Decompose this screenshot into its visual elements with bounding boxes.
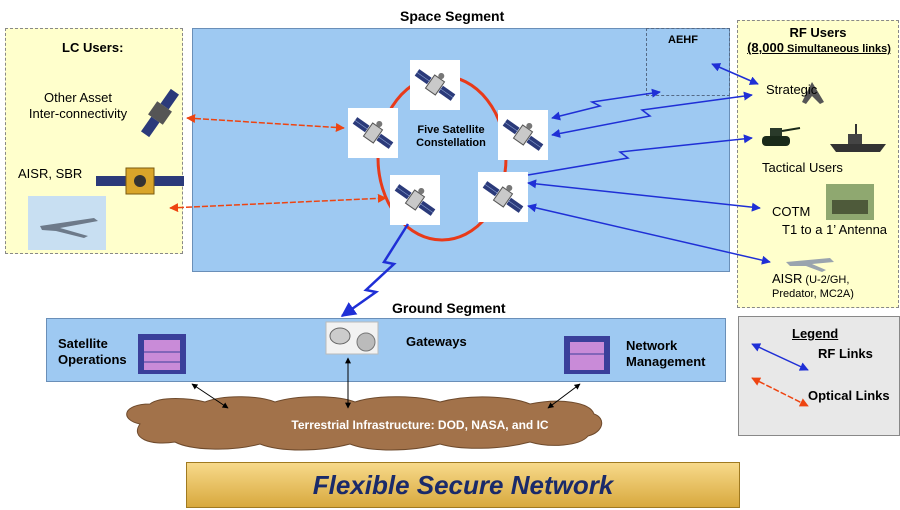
legend-optical-label: Optical Links [808, 388, 890, 403]
satellite-bottom-right [478, 172, 528, 222]
ground-segment-title: Ground Segment [392, 300, 506, 316]
optical-link-aisr [169, 193, 387, 213]
legend-rf-label: RF Links [818, 346, 873, 361]
aisr-users-detail-2: Predator, MC2A) [772, 288, 854, 300]
other-asset-line-1: Other Asset [44, 90, 112, 105]
space-segment-title: Space Segment [400, 8, 505, 24]
uav-image-icon [28, 196, 106, 250]
strategic-label: Strategic [766, 82, 818, 97]
satellite-operations-label: Satellite Operations [58, 336, 127, 368]
legend-box [738, 316, 900, 436]
humvee-image-icon [826, 184, 874, 220]
rf-users-subtitle-rest: Simultaneous links) [783, 43, 891, 55]
other-asset-satellite-icon [140, 88, 180, 138]
aisr-users-main: AISR [772, 271, 803, 286]
network-management-line-2: Management [626, 354, 706, 369]
rf-link-aehf-strategic [711, 63, 759, 85]
tank-icon [762, 127, 801, 146]
legend-title: Legend [792, 326, 839, 341]
aisr-users-detail-1: (U-2/GH, [802, 274, 850, 286]
rf-users-subtitle: (8,000 Simultaneous links) [742, 40, 896, 55]
satellite-operations-line-1: Satellite [58, 336, 108, 351]
terrestrial-cloud [126, 396, 603, 451]
gateway-dish-icon [325, 321, 379, 355]
rf-link-tactical [527, 134, 753, 176]
lc-users-title: LC Users: [62, 40, 124, 55]
link-netmgmt-cloud [547, 383, 581, 409]
network-management-line-1: Network [626, 338, 678, 353]
rf-users-subtitle-number: (8,000 [747, 40, 784, 55]
aircraft-image-icon [786, 258, 834, 272]
gateways-label: Gateways [406, 334, 467, 349]
rf-link-gateway [340, 223, 410, 318]
link-satops-cloud [191, 383, 229, 409]
satellite-bottom-left [390, 175, 440, 225]
aehf-label: AEHF [668, 34, 698, 46]
ship-icon [830, 124, 886, 152]
other-asset-line-2: Inter-connectivity [28, 106, 128, 121]
cotm-label: COTM [772, 204, 811, 219]
rf-link-cotm [527, 179, 761, 212]
network-management-label: Network Management [626, 338, 705, 370]
satellite-right [498, 110, 548, 160]
optical-link-other-asset [186, 114, 345, 132]
legend-optical-arrow [751, 377, 809, 407]
network-management-building-icon [564, 336, 610, 374]
tactical-users-label: Tactical Users [762, 160, 843, 175]
legend-rf-arrow [751, 343, 809, 371]
constellation-line-2: Constellation [416, 137, 486, 149]
constellation-label: Five Satellite Constellation [408, 124, 494, 150]
aisr-sbr-label: AISR, SBR [18, 166, 83, 181]
flexible-secure-network-banner: Flexible Secure Network [186, 462, 740, 508]
cotm-detail-label: T1 to a 1’ Antenna [782, 222, 888, 237]
satellite-operations-line-2: Operations [58, 352, 127, 367]
constellation-line-1: Five Satellite [417, 124, 485, 136]
rf-link-aehf [551, 88, 661, 121]
b2-bomber-icon [802, 82, 824, 104]
rf-users-title: RF Users [789, 25, 847, 40]
aisr-users-label: AISR (U-2/GH, Predator, MC2A) [772, 270, 896, 301]
terrestrial-infrastructure-label: Terrestrial Infrastructure: DOD, NASA, a… [291, 418, 549, 432]
satellite-top [410, 60, 460, 110]
sbr-satellite-icon [96, 167, 184, 195]
rf-link-strategic [551, 91, 753, 138]
other-asset-label: Other Asset Inter-connectivity [18, 90, 138, 122]
rf-link-aisr [527, 203, 771, 265]
satellite-operations-building-icon [138, 334, 186, 374]
satellite-left [348, 108, 398, 158]
